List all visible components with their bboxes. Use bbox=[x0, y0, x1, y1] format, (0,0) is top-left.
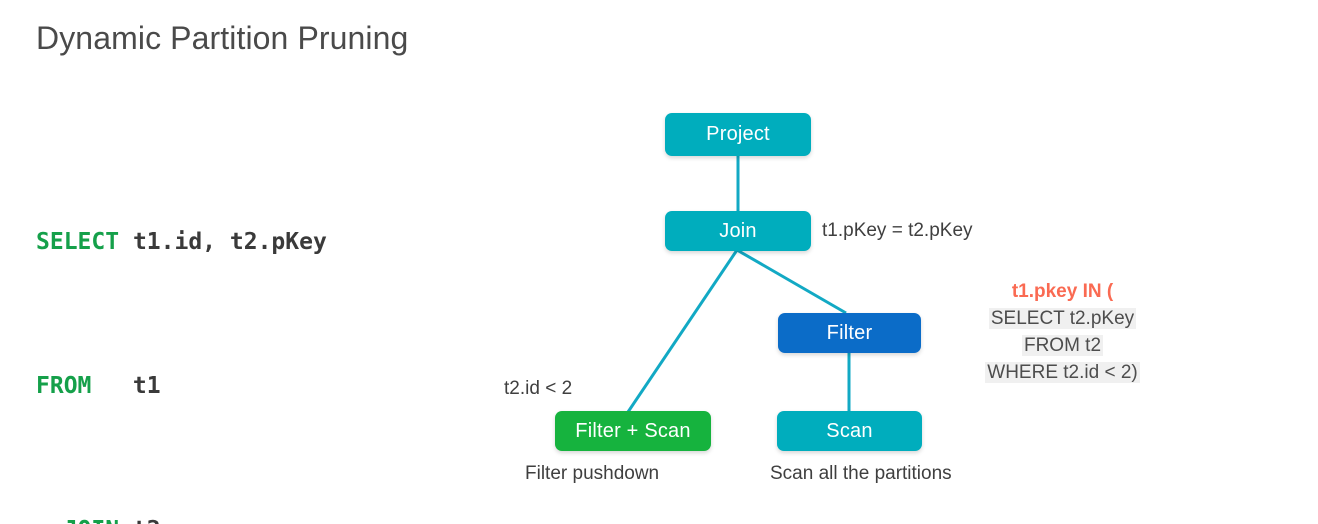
edge-join-filter bbox=[736, 248, 847, 315]
annotation-line-3-text: FROM t2 bbox=[1021, 335, 1104, 356]
sql-keyword: FROM bbox=[36, 373, 92, 399]
annotation-line-2-text: SELECT t2.pKey bbox=[988, 308, 1137, 329]
dynamic-filter-annotation: t1.pkey IN ( SELECT t2.pKey FROM t2 WHER… bbox=[960, 278, 1165, 386]
sql-expression: t1.id, t2.pKey bbox=[119, 229, 327, 255]
annotation-line-4: WHERE t2.id < 2) bbox=[960, 359, 1165, 386]
annotation-line-1: t1.pkey IN ( bbox=[1011, 281, 1114, 302]
annotation-line-4-text: WHERE t2.id < 2) bbox=[985, 362, 1140, 383]
sql-expression: t2 bbox=[119, 517, 161, 524]
page-title: Dynamic Partition Pruning bbox=[36, 20, 409, 56]
node-join[interactable]: Join bbox=[665, 211, 811, 251]
sql-code-block: SELECT t1.id, t2.pKey FROM t1 JOIN t2 ON… bbox=[36, 122, 368, 524]
node-filter-scan[interactable]: Filter + Scan bbox=[555, 411, 711, 451]
edge-join-filterscan bbox=[626, 249, 739, 413]
sql-line-2: FROM t1 bbox=[36, 362, 368, 410]
sql-line-3: JOIN t2 bbox=[36, 506, 368, 524]
node-filter[interactable]: Filter bbox=[778, 313, 921, 353]
sql-keyword: SELECT bbox=[36, 229, 120, 255]
node-project[interactable]: Project bbox=[665, 113, 811, 156]
label-filter-scan-predicate: t2.id < 2 bbox=[504, 378, 573, 399]
caption-filter-pushdown: Filter pushdown bbox=[525, 463, 660, 484]
sql-expression: t1 bbox=[91, 373, 161, 399]
node-scan[interactable]: Scan bbox=[777, 411, 922, 451]
annotation-line-3: FROM t2 bbox=[960, 332, 1165, 359]
caption-scan-all-partitions: Scan all the partitions bbox=[770, 463, 952, 484]
annotation-line-2: SELECT t2.pKey bbox=[960, 305, 1165, 332]
sql-keyword: JOIN bbox=[64, 517, 119, 524]
sql-line-1: SELECT t1.id, t2.pKey bbox=[36, 218, 368, 266]
label-join-condition: t1.pKey = t2.pKey bbox=[822, 220, 973, 241]
